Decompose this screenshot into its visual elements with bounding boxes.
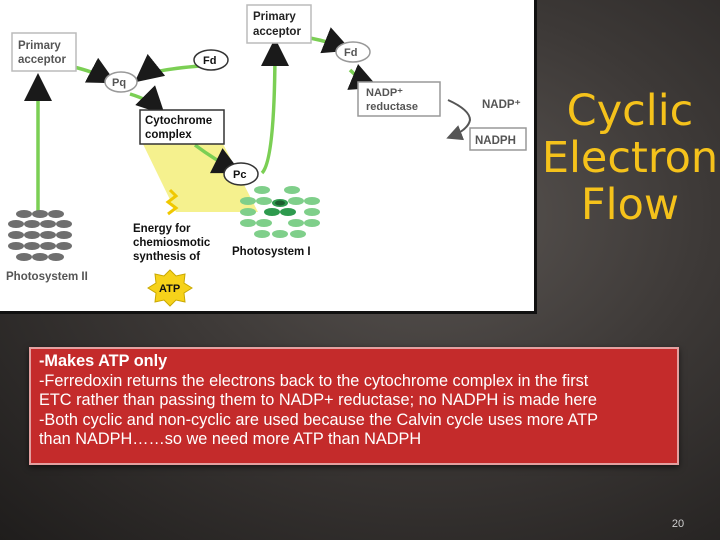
fd-left-node: Fd [193,49,229,71]
pc-node: Pc [223,162,259,186]
primary-acceptor-left-line1: Primary [18,40,61,52]
cytochrome-line2: complex [145,129,192,141]
arrow-fd-to-pq [134,53,201,83]
cyclic-electron-flow-diagram: Primary acceptor Primary acceptor Fd Fd … [6,4,527,307]
fd-right-label: Fd [344,47,357,59]
primary-acceptor-left-line2: acceptor [18,54,66,66]
primary-acceptor-top-line2: acceptor [253,26,301,38]
cytochrome-complex-box: Cytochrome complex [139,109,225,145]
notes-line-1: -Makes ATP only [39,352,168,370]
arrow-pq-to-cytochrome [129,85,165,115]
pc-label: Pc [233,169,246,181]
cytochrome-line1: Cytochrome [145,115,212,127]
nadp-reductase-box: NADP⁺ reductase [357,81,441,117]
nadph-label: NADPH [475,135,516,147]
notes-line-5: than NADPH……so we need more ATP than NAD… [39,430,422,448]
notes-box: -Makes ATP only -Ferredoxin returns the … [29,347,679,465]
slide-title: Cyclic Electron Flow [540,88,720,229]
slide-title-line3: Flow [580,179,680,230]
arrow-pc-to-acceptor [260,38,289,175]
primary-acceptor-top-box: Primary acceptor [246,4,312,44]
diagram-panel: Primary acceptor Primary acceptor Fd Fd … [0,0,537,314]
photosystem-i-complex [240,186,320,238]
energy-text-line3: synthesis of [133,251,200,263]
arrow-nadp-to-nadph [446,99,472,141]
atp-label: ATP [159,283,180,295]
photosystem-ii-complex [8,210,72,261]
pq-node: Pq [104,71,138,93]
page-number: 20 [671,518,685,530]
fd-right-node: Fd [335,41,371,63]
energy-bolt-icon [165,188,179,216]
photosystem-ii-label: Photosystem II [6,271,88,283]
notes-line-2: -Ferredoxin returns the electrons back t… [39,371,589,390]
energy-text-line1: Energy for [133,223,191,235]
nadp-reductase-line1: NADP⁺ [366,87,403,99]
primary-acceptor-left-box: Primary acceptor [11,32,77,72]
slide-title-line1: Cyclic [566,86,694,136]
fd-left-label: Fd [203,55,216,67]
energy-text-line2: chemiosmotic [133,237,211,249]
notes-line-4: -Both cyclic and non-cyclic are used bec… [39,410,598,429]
primary-acceptor-top-line1: Primary [253,11,296,23]
notes-line-3: ETC rather than passing them to NADP+ re… [39,391,597,409]
slide-title-line2: Electron [541,132,719,183]
pq-label: Pq [112,77,126,89]
nadp-plus-label: NADP⁺ [482,99,521,111]
atp-badge: ATP [147,269,193,307]
nadp-reductase-line2: reductase [366,101,418,113]
photosystem-i-label: Photosystem I [232,246,311,258]
nadph-box: NADPH [469,127,527,151]
